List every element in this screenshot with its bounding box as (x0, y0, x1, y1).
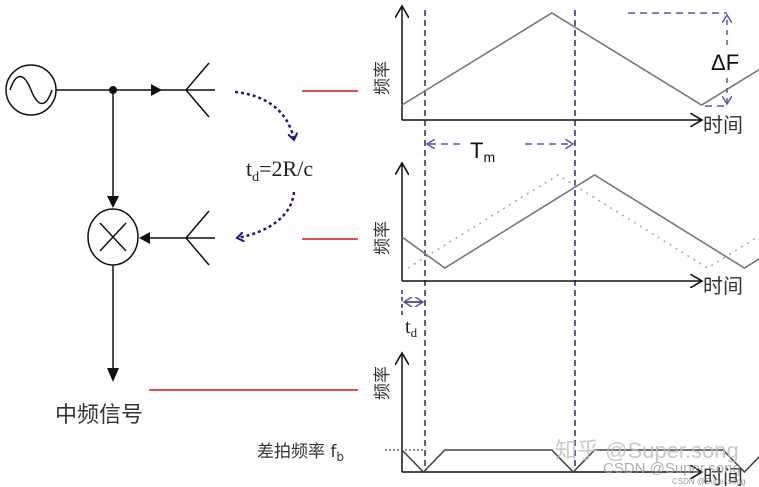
chart-beat: 频率 时间 差拍频率 fb (257, 353, 759, 487)
lo-arrow-icon (107, 196, 119, 208)
block-diagram: 中频信号 td=2R/c (5, 62, 358, 428)
tx-antenna-icon (185, 62, 215, 118)
y-axis-label: 频率 (373, 366, 393, 400)
if-arrow-icon (107, 368, 119, 382)
rx-antenna-icon (185, 210, 215, 266)
if-signal-label: 中频信号 (55, 403, 143, 428)
tm-label: Tm (470, 138, 495, 165)
tx-arrow-icon (151, 84, 162, 96)
reference-waveform-dotted (407, 174, 759, 269)
chart-transmitted: 频率 时间 ΔF Tm (373, 6, 759, 165)
x-axis-label: 时间 (703, 113, 743, 137)
transmit-waveform (401, 12, 759, 106)
td-label: td (405, 316, 418, 340)
beat-waveform (401, 449, 759, 474)
mixer-multiply-icon (87, 208, 139, 266)
chart-received: 频率 时间 td (373, 163, 759, 340)
propagation-arc-out (234, 90, 294, 140)
x-axis-label: 时间 (703, 465, 743, 487)
y-axis-label: 频率 (373, 221, 393, 255)
y-axis-label: 频率 (373, 61, 393, 95)
propagation-arc-back (237, 191, 296, 238)
delay-formula: td=2R/c (246, 156, 313, 185)
watermark-csdn: CSDN @Super.song (603, 460, 741, 477)
beat-frequency-label: 差拍频率 fb (257, 442, 344, 464)
deltaf-label: ΔF (711, 50, 739, 75)
received-waveform (401, 174, 759, 269)
watermark-csdn-small: CSDN @Super.song (672, 477, 746, 486)
sine-oscillator-icon (5, 64, 57, 116)
watermark-zhihu: 知乎 @Super.song (555, 438, 739, 463)
rx-arrow-icon (139, 232, 150, 244)
x-axis-label: 时间 (703, 274, 743, 298)
